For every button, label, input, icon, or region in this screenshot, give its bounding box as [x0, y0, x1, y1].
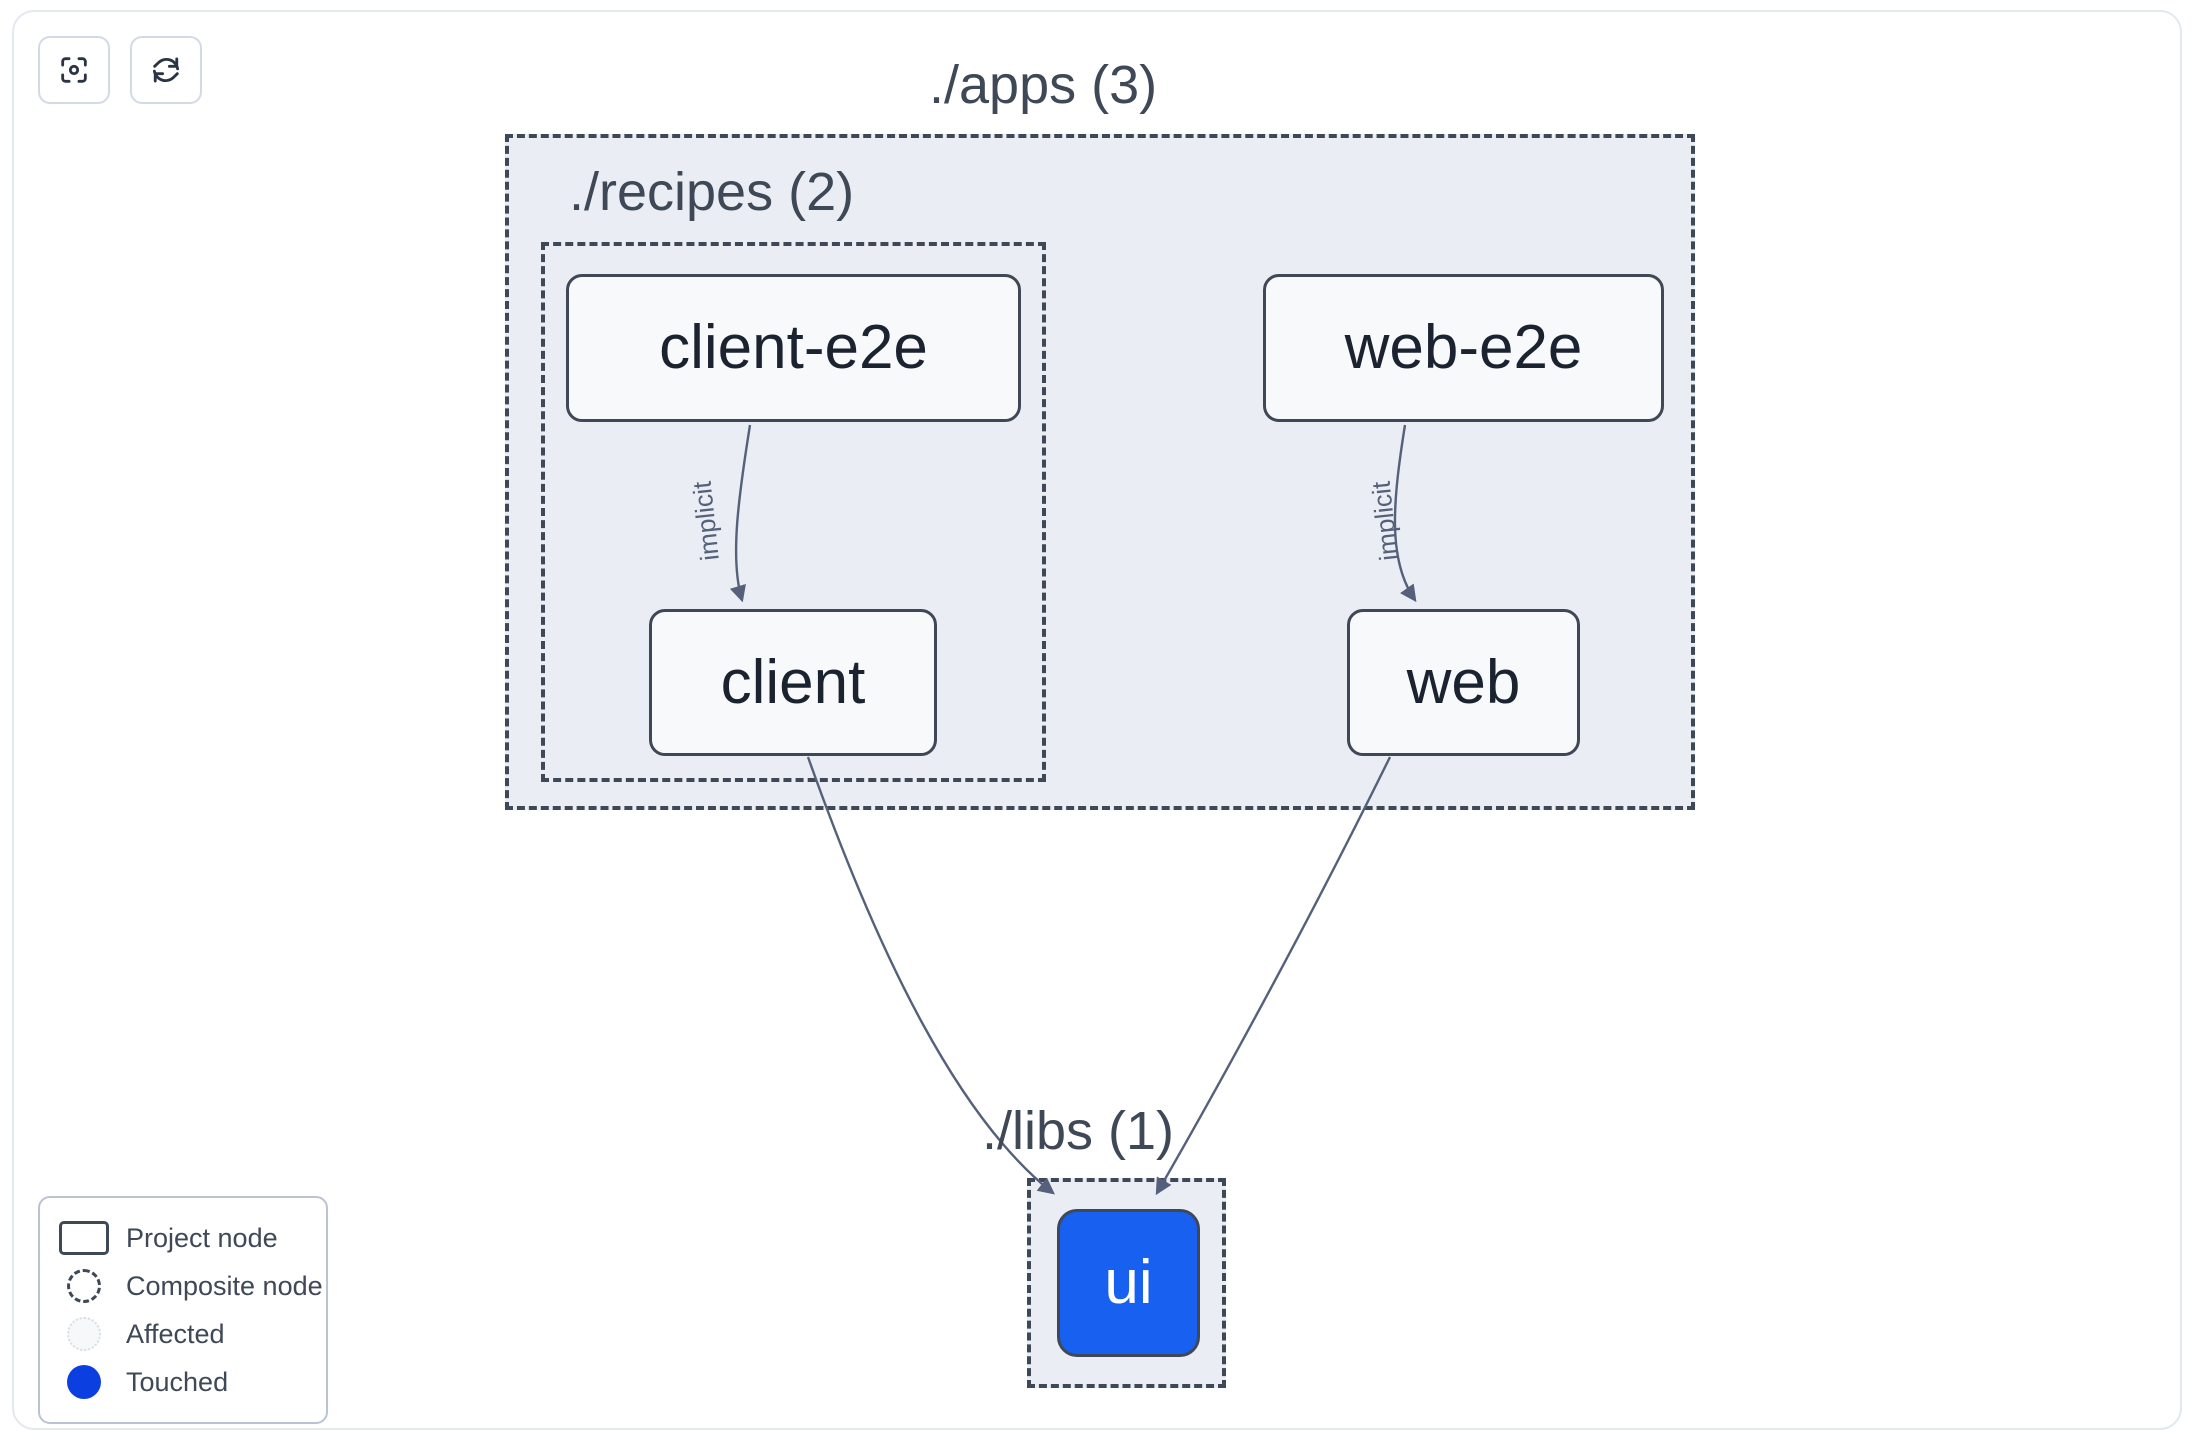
touched-swatch	[58, 1364, 110, 1400]
edge-label-client-implicit: implicit	[686, 479, 725, 563]
legend-label-composite-node: Composite node	[126, 1270, 323, 1301]
focus-graph-button[interactable]	[38, 36, 110, 104]
legend-label-project-node: Project node	[126, 1222, 278, 1253]
edge-label-web-implicit: implicit	[1365, 479, 1404, 563]
edge-web-to-ui	[1155, 756, 1392, 1196]
legend-item-composite-node: Composite node	[58, 1262, 323, 1310]
node-web[interactable]: web	[1347, 609, 1580, 756]
group-label-recipes: ./recipes (2)	[569, 162, 855, 222]
node-ui[interactable]: ui	[1057, 1209, 1200, 1357]
composite-node-swatch	[58, 1268, 110, 1304]
refresh-graph-button[interactable]	[130, 36, 202, 104]
legend-item-touched: Touched	[58, 1358, 308, 1406]
project-node-swatch	[58, 1220, 110, 1256]
group-label-apps: ./apps (3)	[929, 55, 1158, 115]
refresh-icon	[149, 53, 183, 87]
group-label-libs: ./libs (1)	[982, 1101, 1175, 1161]
legend-item-project-node: Project node	[58, 1214, 308, 1262]
legend-label-affected: Affected	[126, 1318, 225, 1349]
node-client[interactable]: client	[649, 609, 937, 756]
focus-icon	[57, 53, 91, 87]
affected-swatch	[58, 1316, 110, 1352]
legend-label-touched: Touched	[126, 1366, 229, 1397]
node-web-e2e[interactable]: web-e2e	[1263, 274, 1664, 422]
graph-legend: Project node Composite node Affected Tou…	[38, 1196, 328, 1424]
node-client-e2e[interactable]: client-e2e	[566, 274, 1021, 422]
graph-toolbar	[38, 36, 202, 104]
legend-item-affected: Affected	[58, 1310, 308, 1358]
